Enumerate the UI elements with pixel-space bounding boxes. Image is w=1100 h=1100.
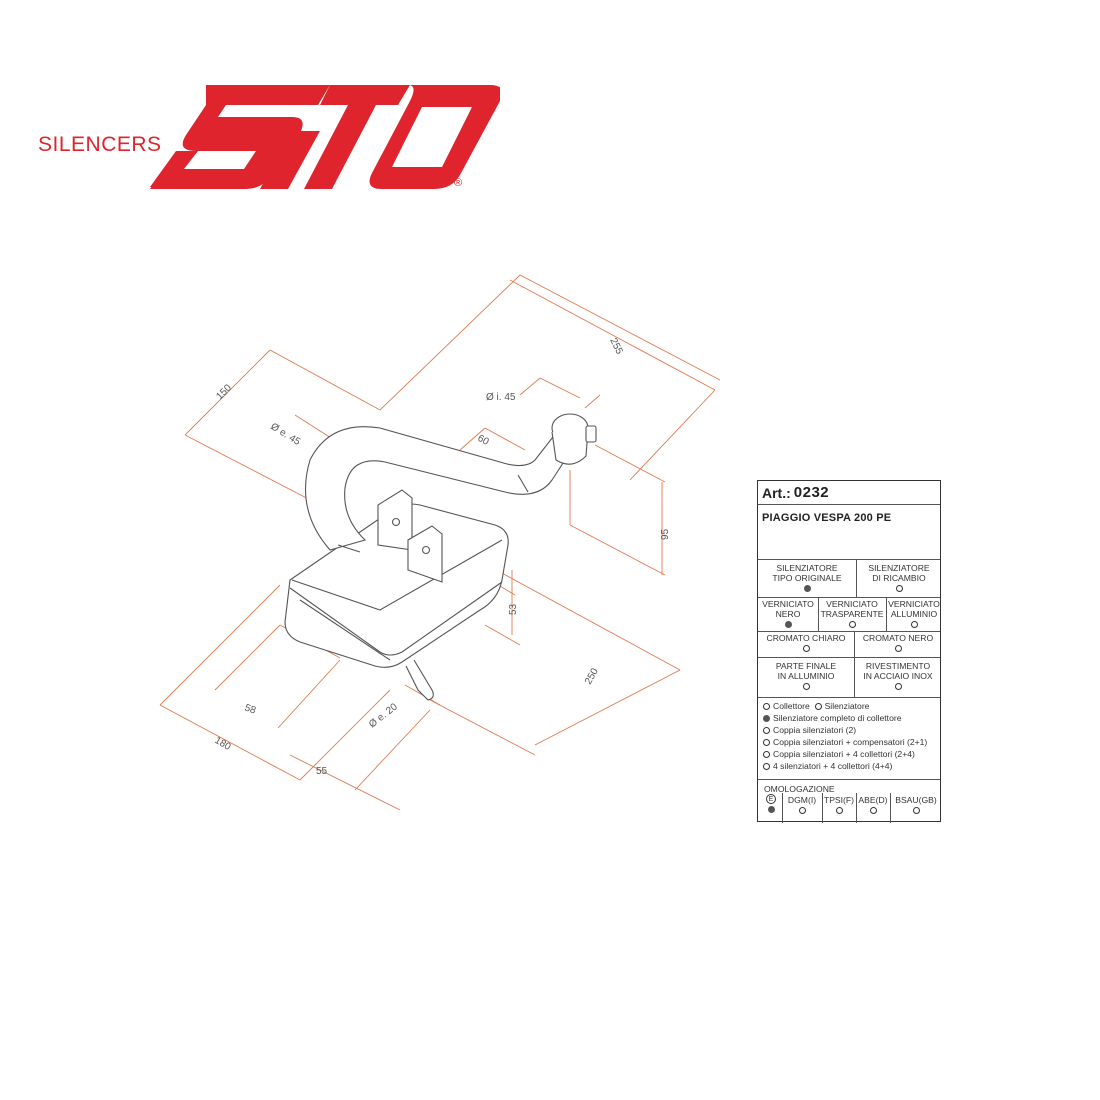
model-name: PIAGGIO VESPA 200 PE: [762, 512, 892, 524]
dimension-lines: [159, 274, 721, 811]
radio-icon[interactable]: [912, 807, 920, 815]
brand-tagline: SILENCERS: [38, 133, 162, 156]
option-component-2[interactable]: Coppia silenziatori (2): [763, 725, 856, 735]
option-collettore-silenziatore[interactable]: Collettore Silenziatore: [763, 701, 869, 711]
radio-selected-icon[interactable]: [763, 715, 770, 723]
radio-icon[interactable]: [763, 727, 770, 735]
radio-icon[interactable]: [763, 739, 770, 747]
radio-icon[interactable]: [802, 645, 810, 653]
article-number: 0232: [793, 484, 830, 501]
option-homologation-abe[interactable]: ABE(D): [856, 795, 890, 815]
registered-mark: ®: [454, 177, 463, 189]
radio-icon[interactable]: [814, 703, 822, 711]
article-label: Art.:: [762, 484, 791, 501]
option-homologation-e[interactable]: E: [760, 793, 782, 814]
option-verniciato-alluminio[interactable]: VERNICIATO ALLUMINIO: [886, 599, 942, 629]
radio-selected-icon[interactable]: [784, 621, 792, 629]
dim-58: 58: [243, 702, 258, 716]
radio-icon[interactable]: [848, 621, 856, 629]
option-component-4[interactable]: Coppia silenziatori + 4 collettori (2+4): [763, 749, 915, 759]
option-homologation-bsau[interactable]: BSAU(GB): [890, 795, 942, 815]
exhaust-body: [284, 413, 597, 701]
option-component-5[interactable]: 4 silenziatori + 4 collettori (4+4): [763, 761, 892, 771]
option-verniciato-trasparente[interactable]: VERNICIATO TRASPARENTE: [818, 599, 886, 629]
radio-icon[interactable]: [894, 645, 902, 653]
dim-60: 60: [476, 433, 491, 448]
option-verniciato-nero[interactable]: VERNICIATO NERO: [758, 599, 818, 629]
brand-logo: SILENCERS ®: [30, 75, 500, 205]
radio-icon[interactable]: [798, 807, 806, 815]
option-tipo-originale[interactable]: SILENZIATORE TIPO ORIGINALE: [758, 563, 856, 593]
dim-55: 55: [316, 766, 328, 777]
option-rivestimento-inox[interactable]: RIVESTIMENTO IN ACCIAIO INOX: [854, 661, 942, 691]
homologation-label: OMOLOGAZIONE: [764, 784, 835, 794]
radio-selected-icon[interactable]: [803, 585, 811, 593]
radio-selected-icon[interactable]: [767, 806, 775, 814]
option-parte-finale-alluminio[interactable]: PARTE FINALE IN ALLUMINIO: [758, 661, 854, 691]
option-homologation-tpsi[interactable]: TPSI(F): [822, 795, 856, 815]
dim-150: 150: [214, 382, 234, 402]
e-mark-icon: E: [766, 794, 776, 804]
dim-dia-i45: Ø i. 45: [486, 392, 516, 403]
radio-icon[interactable]: [835, 807, 843, 815]
spec-card: Art.: 0232 PIAGGIO VESPA 200 PE SILENZIA…: [757, 480, 942, 823]
radio-icon[interactable]: [802, 683, 810, 691]
dim-250: 250: [583, 666, 601, 686]
dim-180: 180: [213, 735, 233, 753]
dim-dia-e20: Ø e. 20: [367, 701, 400, 730]
dim-95: 95: [660, 528, 671, 540]
option-component-1[interactable]: Silenziatore completo di collettore: [763, 713, 902, 723]
option-di-ricambio[interactable]: SILENZIATORE DI RICAMBIO: [856, 563, 942, 593]
article-row: Art.: 0232: [758, 481, 940, 505]
option-component-3[interactable]: Coppia silenziatori + compensatori (2+1): [763, 737, 927, 747]
radio-icon[interactable]: [895, 585, 903, 593]
model-row: PIAGGIO VESPA 200 PE: [758, 505, 940, 539]
technical-drawing: 255 150 Ø e. 45 Ø i. 45 60 95 53 250 58 …: [140, 250, 740, 811]
radio-icon[interactable]: [869, 807, 877, 815]
option-cromato-chiaro[interactable]: CROMATO CHIARO: [758, 633, 854, 653]
option-cromato-nero[interactable]: CROMATO NERO: [854, 633, 942, 653]
radio-icon[interactable]: [763, 763, 770, 771]
sito-logo-mark: [32, 85, 500, 189]
dim-dia-e45: Ø e. 45: [268, 421, 302, 448]
radio-icon[interactable]: [910, 621, 918, 629]
radio-icon[interactable]: [894, 683, 902, 691]
dim-255: 255: [607, 336, 625, 356]
option-homologation-dgm[interactable]: DGM(I): [782, 795, 822, 815]
radio-icon[interactable]: [763, 703, 770, 711]
exhaust-diagram: 255 150 Ø e. 45 Ø i. 45 60 95 53 250 58 …: [159, 274, 721, 811]
radio-icon[interactable]: [763, 751, 770, 759]
dim-53: 53: [508, 603, 519, 615]
